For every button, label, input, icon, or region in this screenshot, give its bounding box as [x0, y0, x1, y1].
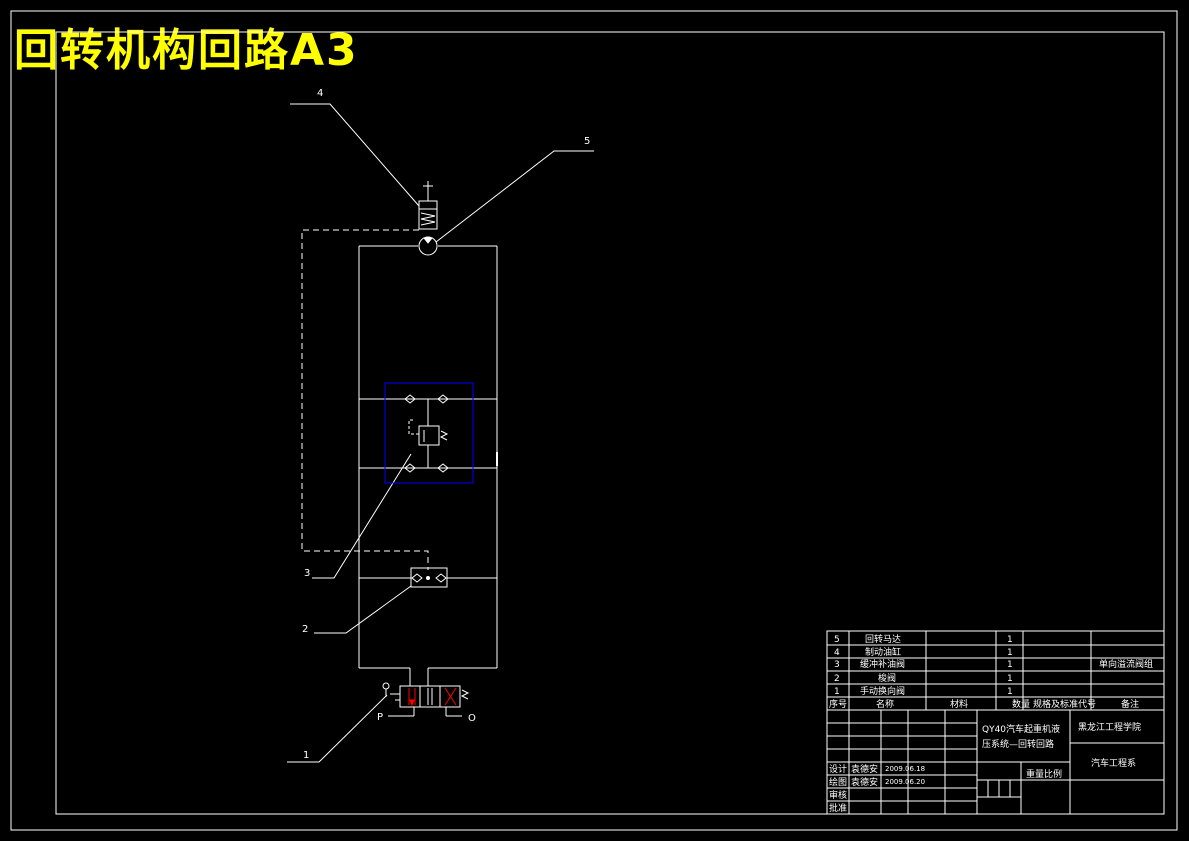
- bom-qty: 1: [1007, 687, 1013, 697]
- label-2: 2: [302, 624, 308, 635]
- bom-header-name: 名称: [876, 698, 894, 710]
- bom-no: 1: [834, 687, 840, 697]
- bom-no: 3: [834, 660, 840, 670]
- flow-arrows: [408, 687, 457, 707]
- drawing-name-line2: 压系统—回转回路: [982, 738, 1054, 750]
- drawing-label: 绘图: [829, 776, 847, 788]
- valve-group-box: [384, 382, 474, 484]
- department-name: 汽车工程系: [1091, 757, 1136, 769]
- weight-scale-label: 重量比例: [1026, 768, 1062, 780]
- title-block: [826, 630, 1165, 815]
- bom-header-spec: 规格及标准代号: [1033, 698, 1096, 710]
- bom-name: 回转马达: [865, 633, 901, 645]
- school-name: 黑龙江工程学院: [1078, 721, 1141, 733]
- bom-qty: 1: [1007, 660, 1013, 670]
- hydraulic-circuit: [287, 103, 594, 763]
- label-4: 4: [317, 88, 323, 99]
- approve-label: 批准: [829, 802, 847, 814]
- draft-date: 2009.06.20: [885, 778, 925, 786]
- bom-header-qty: 数量: [1012, 698, 1030, 710]
- bom-header-remark: 备注: [1121, 698, 1139, 710]
- label-5: 5: [584, 136, 590, 147]
- bom-name: 制动油缸: [865, 646, 901, 658]
- label-o: O: [468, 713, 476, 724]
- bom-qty: 1: [1007, 648, 1013, 658]
- bom-no: 5: [834, 635, 840, 645]
- bom-name: 手动换向阀: [860, 685, 905, 697]
- drawing-name-line1: QY40汽车起重机液: [982, 723, 1060, 735]
- designer-name: 袁德安: [851, 763, 878, 775]
- bom-name: 梭阀: [878, 672, 896, 684]
- bom-qty: 1: [1007, 674, 1013, 684]
- motor-symbol: [418, 236, 438, 256]
- design-label: 设计: [829, 763, 847, 775]
- bom-remark: 单向溢流阀组: [1099, 658, 1153, 670]
- bom-qty: 1: [1007, 635, 1013, 645]
- bom-name: 缓冲补油阀: [860, 658, 905, 670]
- label-3: 3: [304, 568, 310, 579]
- bom-no: 2: [834, 674, 840, 684]
- drawing-title: 回转机构回路A3: [14, 25, 359, 76]
- title-block-text: QY40汽车起重机液 压系统—回转回路 黑龙江工程学院 汽车工程系 重量比例 设…: [829, 721, 1141, 814]
- bom-table: 5 回转马达 1 4 制动油缸 1 3 缓冲补油阀 1 单向溢流阀组 2 梭阀 …: [829, 633, 1153, 710]
- outer-frame: [10, 10, 1178, 831]
- design-date: 2009.06.18: [885, 765, 925, 773]
- bom-header-no: 序号: [829, 698, 847, 710]
- inner-frame: [55, 31, 1165, 815]
- drafter-name: 袁德安: [851, 776, 878, 788]
- review-label: 审核: [829, 789, 847, 801]
- bom-header-material: 材料: [950, 698, 968, 710]
- label-p: P: [377, 712, 383, 723]
- label-1: 1: [303, 750, 309, 761]
- bom-no: 4: [834, 648, 840, 658]
